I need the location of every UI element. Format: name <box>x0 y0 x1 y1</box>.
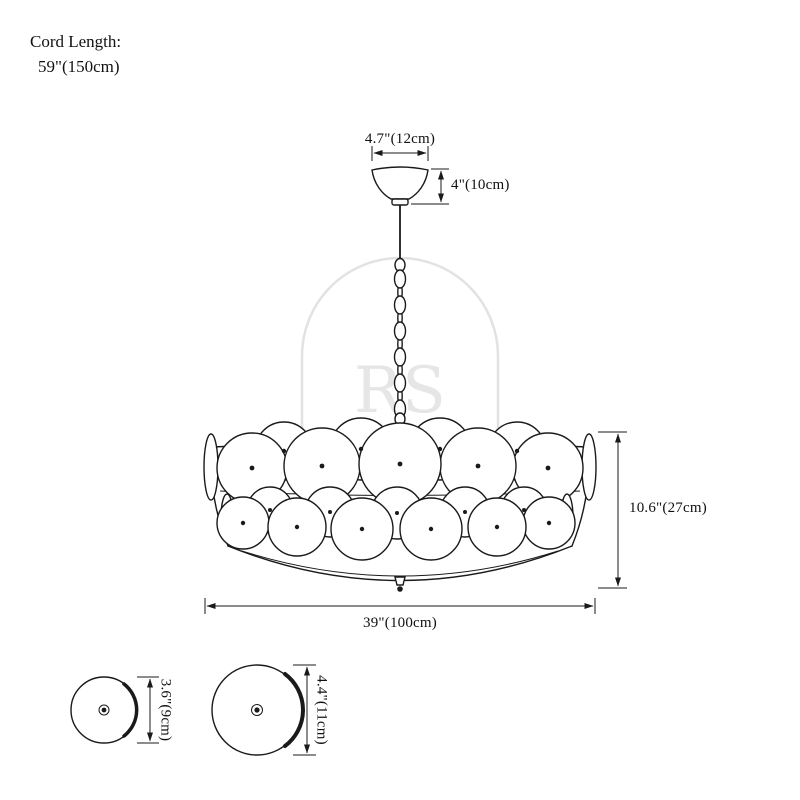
fixture-height-label: 10.6"(27cm) <box>629 500 707 516</box>
fixture-width-label: 39"(100cm) <box>363 615 437 631</box>
cord-length-label: Cord Length: <box>30 32 122 51</box>
fixture-height-dimension <box>598 431 627 589</box>
large-disc-label: 4.4"(11cm) <box>313 675 330 745</box>
fixture-width-dimension <box>204 598 596 614</box>
small-disc-label: 3.6"(9cm) <box>157 678 174 742</box>
small-disc-dimension <box>137 676 159 744</box>
finial <box>394 576 406 586</box>
small-disc-drawing <box>70 676 139 744</box>
canopy-height-dimension <box>411 168 449 205</box>
chain-drawing <box>393 205 407 432</box>
canopy-width-dimension <box>371 146 429 161</box>
dimension-lines <box>137 146 627 756</box>
canopy-width-label: 4.7"(12cm) <box>364 131 436 147</box>
cord-length-value: 59"(150cm) <box>38 56 120 76</box>
chandelier-drawing <box>203 417 597 592</box>
large-disc-dimension <box>293 664 316 756</box>
canopy-drawing <box>371 166 429 206</box>
large-disc-drawing <box>211 664 305 756</box>
canopy-height-label: 4"(10cm) <box>451 177 510 193</box>
cord-length: Cord Length: 59"(150cm) <box>30 30 121 79</box>
